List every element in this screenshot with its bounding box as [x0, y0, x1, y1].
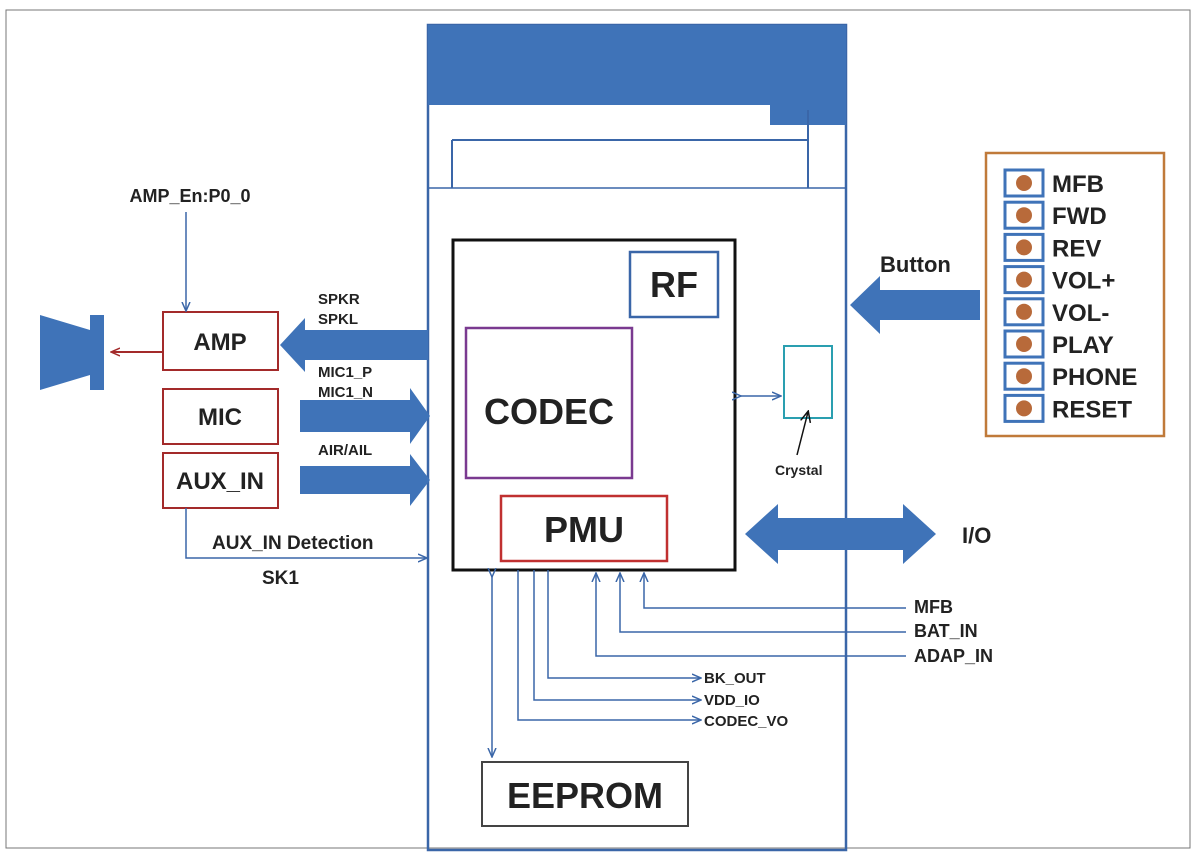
sk1-label: SK1 — [262, 568, 299, 589]
button-item-label: FWD — [1052, 203, 1107, 230]
pmu-block: PMU — [499, 494, 669, 563]
speaker-out-arrow — [280, 318, 428, 372]
power-input-lines — [596, 574, 906, 657]
aux-in-detection-label: AUX_IN Detection — [212, 533, 374, 554]
button-item-fwd: FWD — [1003, 200, 1107, 230]
codec-block: CODEC — [464, 326, 634, 480]
amp-en-label: AMP_En:P0_0 — [129, 186, 250, 206]
button-item-play: PLAY — [1003, 329, 1114, 359]
button-dot-icon — [1016, 239, 1032, 256]
button-item-rev: REV — [1003, 232, 1101, 262]
eeprom-block: EEPROM — [481, 761, 689, 827]
button-item-phone: PHONE — [1003, 361, 1137, 391]
button-dot-icon — [1016, 303, 1032, 320]
bat-in-label: BAT_IN — [914, 621, 978, 641]
button-dot-icon — [1016, 271, 1032, 288]
rf-block: RF — [628, 250, 720, 319]
io-label: I/O — [962, 523, 991, 548]
soc-chip — [451, 238, 737, 572]
aux-in-block: AUX_IN — [162, 452, 279, 509]
button-label: Button — [880, 252, 951, 277]
button-dot-icon — [1016, 400, 1032, 417]
crystal-block: Crystal — [740, 345, 833, 478]
button-item-mfb: MFB — [1003, 168, 1104, 198]
codec-label: CODEC — [484, 391, 614, 432]
button-dot-icon — [1016, 368, 1032, 385]
amp-label: AMP — [193, 329, 246, 356]
button-item-vol: VOL- — [1003, 297, 1109, 327]
module-board — [426, 23, 848, 852]
button-item-label: MFB — [1052, 171, 1104, 198]
mic-label: MIC — [198, 404, 242, 431]
button-item-label: VOL+ — [1052, 268, 1115, 295]
button-item-label: PHONE — [1052, 364, 1137, 391]
button-item-label: VOL- — [1052, 300, 1109, 327]
mic1-p-label: MIC1_P — [318, 364, 372, 381]
button-item-vol: VOL+ — [1003, 265, 1115, 295]
rf-label: RF — [650, 264, 698, 305]
aux-in-arrow — [300, 454, 430, 506]
button-item-reset: RESET — [1003, 393, 1132, 423]
crystal-label: Crystal — [775, 462, 822, 478]
antenna-trace — [428, 25, 846, 125]
power-output-lines — [492, 570, 700, 756]
page-frame — [5, 9, 1191, 849]
button-item-label: RESET — [1052, 396, 1132, 423]
eeprom-label: EEPROM — [507, 775, 663, 816]
button-in-arrow — [850, 276, 980, 334]
mic1-n-label: MIC1_N — [318, 384, 373, 401]
button-dot-icon — [1016, 336, 1032, 352]
codec-vo-label: CODEC_VO — [704, 713, 789, 730]
aux-detection-line — [185, 508, 426, 558]
button-list: MFB FWD REV VOL+ VOL- PLAY PHONE RESET — [1003, 168, 1137, 423]
mic-in-arrow — [300, 388, 430, 444]
speaker-icon — [40, 315, 104, 390]
button-item-label: PLAY — [1052, 332, 1114, 359]
button-item-label: REV — [1052, 235, 1101, 262]
pmu-label: PMU — [544, 509, 624, 550]
button-dot-icon — [1016, 175, 1032, 191]
bk-out-label: BK_OUT — [704, 670, 766, 687]
io-arrow — [745, 504, 936, 564]
spkr-label: SPKR — [318, 291, 360, 308]
mic-block: MIC — [162, 388, 279, 445]
vdd-io-label: VDD_IO — [704, 692, 760, 709]
amp-block: AMP — [162, 311, 279, 371]
mfb-power-label: MFB — [914, 597, 953, 617]
adap-in-label: ADAP_IN — [914, 646, 993, 666]
air-ail-label: AIR/AIL — [318, 442, 372, 459]
button-panel — [984, 151, 1166, 438]
spkl-label: SPKL — [318, 311, 358, 328]
aux-in-label: AUX_IN — [176, 468, 264, 495]
button-dot-icon — [1016, 207, 1032, 224]
